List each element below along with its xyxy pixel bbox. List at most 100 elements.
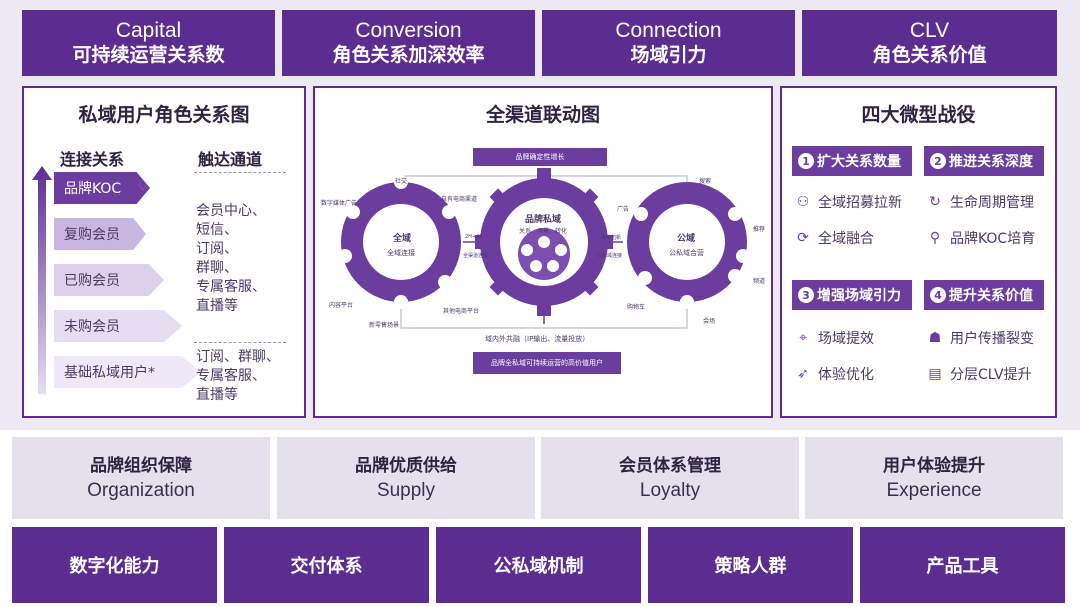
support-cn: 会员体系管理 bbox=[619, 455, 721, 476]
support-en: Experience bbox=[886, 479, 982, 501]
level-label: 复购会员 bbox=[64, 227, 120, 243]
omnichannel-diagram bbox=[338, 168, 750, 329]
left-gear-sub: 全域连接 bbox=[387, 249, 415, 257]
gear-label: 自有电商渠道 bbox=[441, 196, 478, 203]
gear-label: 数字媒体广告 bbox=[321, 200, 358, 207]
diamond-icon: ♢ bbox=[136, 176, 150, 194]
cycle-icon: ↻ bbox=[929, 194, 941, 210]
header-en: Connection bbox=[615, 19, 722, 42]
support-cn: 用户体验提升 bbox=[883, 455, 985, 476]
four-campaigns-panel: 四大微型战役 1 扩大关系数量 2 推进关系深度 ⚇全域招募拉新 ⟳全域融合 ↻… bbox=[780, 86, 1057, 418]
campaign-item: ☗用户传播裂变 bbox=[926, 328, 1034, 348]
gear-label: 会场 bbox=[703, 318, 716, 325]
divider bbox=[194, 172, 286, 173]
gear-label: 内容平台 bbox=[329, 302, 354, 309]
level-brand-koc: 品牌KOC bbox=[54, 172, 150, 204]
panel-title: 四大微型战役 bbox=[861, 104, 976, 126]
campaign-item: ▤分层CLV提升 bbox=[926, 364, 1031, 384]
foundation-mechanism: 公私域机制 bbox=[436, 527, 641, 603]
location-icon: ⌖ bbox=[799, 330, 807, 346]
level-label: 基础私域用户* bbox=[64, 365, 155, 381]
gear-label: 其他电商平台 bbox=[443, 308, 480, 315]
campaign-item: ⚇全域招募拉新 bbox=[794, 192, 902, 212]
omnichannel-panel: 全渠道联动图 品牌确定性增长 bbox=[313, 86, 773, 418]
panel-title: 全渠道联动图 bbox=[485, 104, 600, 126]
divider bbox=[194, 342, 286, 343]
support-supply: 品牌优质供给 Supply bbox=[277, 437, 535, 519]
number-badge: 2 bbox=[930, 153, 946, 169]
level-purchased-member: 已购会员 bbox=[54, 264, 164, 296]
co-integration-note: 域内外共融（IP输出、流量投放） bbox=[485, 335, 590, 343]
number-badge: 3 bbox=[798, 287, 814, 303]
channel-column-header: 触达通道 bbox=[198, 150, 263, 169]
header-conversion: Conversion 角色关系加深效率 bbox=[282, 10, 535, 76]
support-loyalty: 会员体系管理 Loyalty bbox=[541, 437, 799, 519]
foundation-audience: 策略人群 bbox=[648, 527, 853, 603]
support-cn: 品牌组织保障 bbox=[90, 455, 192, 476]
foundation-digital: 数字化能力 bbox=[12, 527, 217, 603]
header-cn: 场域引力 bbox=[630, 44, 707, 66]
header-cn: 角色关系价值 bbox=[872, 44, 987, 66]
campaign-pill: 3 增强场域引力 bbox=[792, 280, 912, 310]
level-basic-private-user: 基础私域用户* bbox=[54, 356, 202, 388]
support-experience: 用户体验提升 Experience bbox=[805, 437, 1063, 519]
support-cn: 品牌优质供给 bbox=[355, 455, 457, 476]
gear-label: 社交 bbox=[395, 178, 408, 185]
link-label: 全渠道连接 bbox=[463, 253, 489, 259]
link-label: 渠道拓新 bbox=[601, 235, 622, 241]
growth-box: 品牌确定性增长 bbox=[473, 148, 607, 166]
right-gear-sub: 公私域合营 bbox=[669, 249, 704, 257]
header-en: Conversion bbox=[355, 19, 462, 42]
gear-label: 推荐 bbox=[753, 226, 766, 233]
level-label: 品牌KOC bbox=[64, 181, 122, 197]
campaign-item: ⚲品牌KOC培育 bbox=[926, 228, 1035, 248]
campaign-pill: 1 扩大关系数量 bbox=[792, 146, 912, 176]
foundation-delivery: 交付体系 bbox=[224, 527, 429, 603]
role-relation-panel: 私域用户角色关系图 连接关系 触达通道 品牌KOC ♢ 复购会员 已购会员 未购… bbox=[22, 86, 306, 418]
number-badge: 4 bbox=[930, 287, 946, 303]
gear-label: 新零售场景 bbox=[369, 322, 400, 329]
gear-label: 购物车 bbox=[627, 304, 646, 311]
chart-doc-icon: ▤ bbox=[928, 366, 942, 382]
right-gear-title: 公域 bbox=[677, 234, 696, 244]
header-en: CLV bbox=[909, 19, 950, 42]
header-cn: 角色关系加深效率 bbox=[332, 44, 485, 66]
header-capital: Capital 可持续运营关系数 bbox=[22, 10, 275, 76]
campaign-item: ⌖场域提效 bbox=[794, 328, 874, 348]
people-search-icon: ⚇ bbox=[796, 194, 810, 210]
support-en: Organization bbox=[87, 479, 195, 501]
hierarchy-icon: ☗ bbox=[928, 330, 942, 346]
gear-label: 搜索 bbox=[699, 178, 712, 185]
header-cn: 可持续运营关系数 bbox=[72, 44, 225, 66]
channel-list-bottom: 订阅、群聊、 专属客服、 直播等 bbox=[196, 349, 280, 403]
campaign-item: ↻生命周期管理 bbox=[926, 192, 1034, 212]
support-organization: 品牌组织保障 Organization bbox=[12, 437, 270, 519]
campaign-item: ➶体验优化 bbox=[794, 364, 874, 384]
support-en: Supply bbox=[376, 479, 436, 501]
campaign-pill: 4 提升关系价值 bbox=[924, 280, 1044, 310]
number-badge: 1 bbox=[798, 153, 814, 169]
campaign-pill: 2 推进关系深度 bbox=[924, 146, 1044, 176]
header-connection: Connection 场域引力 bbox=[542, 10, 795, 76]
header-en: Capital bbox=[115, 19, 182, 42]
campaign-item: ⟳全域融合 bbox=[794, 228, 874, 248]
foundation-tools: 产品工具 bbox=[860, 527, 1065, 603]
header-clv: CLV 角色关系价值 bbox=[802, 10, 1057, 76]
level-repurchase-member: 复购会员 bbox=[54, 218, 146, 250]
left-gear-title: 全域 bbox=[393, 234, 412, 244]
level-unpurchased-member: 未购会员 bbox=[54, 310, 182, 342]
channel-list-top: 会员中心、 短信、 订阅、 群聊、 专属客服、 直播等 bbox=[196, 203, 266, 314]
gear-label: 广告 bbox=[617, 206, 630, 213]
high-value-user-box: 品牌全私域可持续运营的高价值用户 bbox=[473, 352, 621, 374]
link-label: 2H+48 bbox=[465, 234, 483, 240]
person-icon: ⚲ bbox=[929, 230, 941, 246]
center-gear-sub: 关系、场景、转化 bbox=[519, 228, 568, 235]
center-gear-title: 品牌私域 bbox=[525, 215, 562, 225]
link-label: 公私域连接 bbox=[597, 253, 623, 259]
panel-title: 私域用户角色关系图 bbox=[78, 104, 250, 126]
relation-column-header: 连接关系 bbox=[60, 150, 125, 169]
gear-label: 频道 bbox=[753, 278, 766, 285]
rocket-icon: ➶ bbox=[797, 366, 809, 382]
upward-arrow-icon bbox=[32, 166, 52, 394]
support-en: Loyalty bbox=[639, 479, 701, 501]
